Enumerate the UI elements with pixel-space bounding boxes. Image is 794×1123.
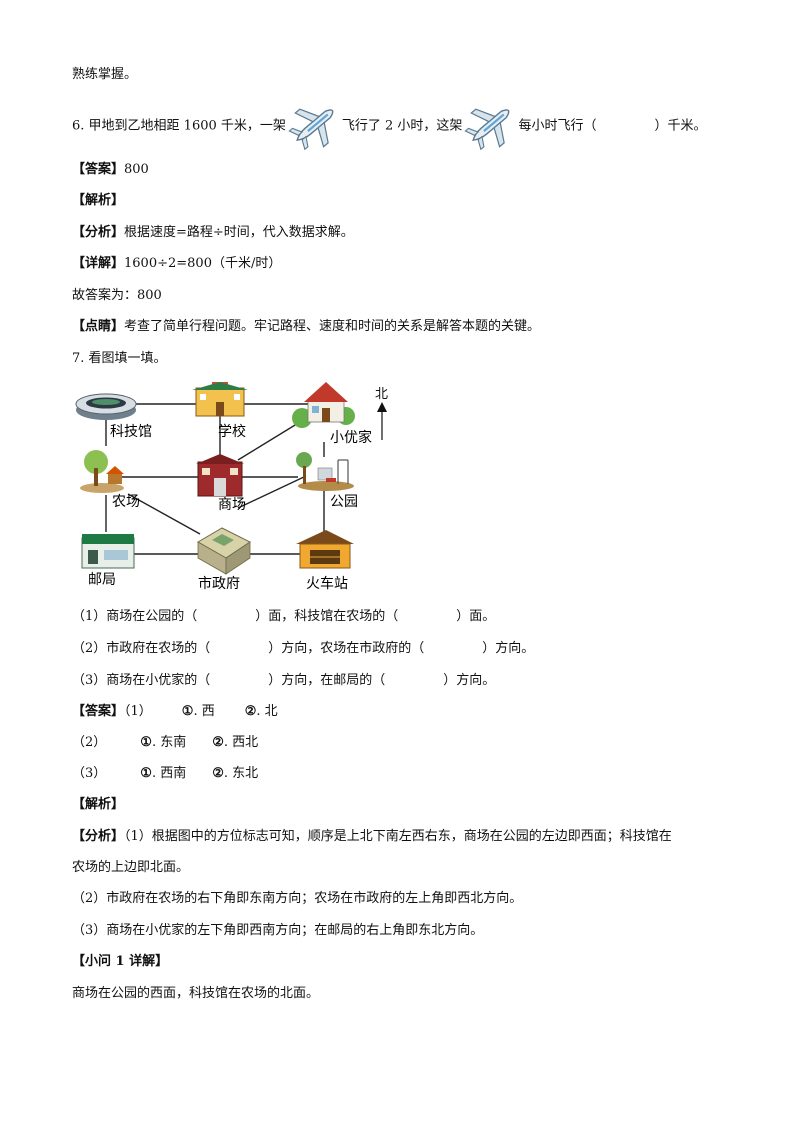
answer-num: （1） xyxy=(124,704,152,719)
place-xiaoyoujia: 小优家 xyxy=(330,429,372,446)
circled-num: ② xyxy=(212,766,224,781)
fenxi-tag: 【分析】 xyxy=(72,225,125,240)
airplane-icon xyxy=(288,100,340,152)
fenxi-text: 根据速度=路程÷时间，代入数据求解。 xyxy=(124,225,354,240)
answer-value: 800 xyxy=(124,162,149,177)
intro-tail: 熟练掌握。 xyxy=(72,67,138,82)
answer-value: . 东北 xyxy=(223,766,259,781)
school-icon xyxy=(192,382,248,417)
q7-fenxi-3: （3）商场在小优家的左下角即西南方向；在邮局的右上角即东北方向。 xyxy=(72,923,484,938)
circled-num: ② xyxy=(212,735,224,750)
place-shangchang: 商场 xyxy=(218,497,246,513)
train-station-icon xyxy=(296,530,354,569)
post-office-icon xyxy=(81,534,135,569)
stadium-icon xyxy=(75,393,137,420)
q6-answer: 【答案】800 xyxy=(72,161,149,179)
circled-num: ② xyxy=(244,704,257,719)
q7-sub1-text: 商场在公园的西面，科技馆在农场的北面。 xyxy=(72,986,320,1001)
q7-q1-part-c: ）面。 xyxy=(456,609,496,624)
xiangjie-text: 1600÷2=800（千米/时） xyxy=(124,256,282,271)
sub1-tag: 【小问 1 详解】 xyxy=(72,954,169,969)
fenxi-text: （1）根据图中的方位标志可知，顺序是上北下南左西右东，商场在公园的左边即西面；科… xyxy=(124,829,672,844)
place-huochezhan: 火车站 xyxy=(306,575,348,592)
q7-answer-1: 【答案】（1） ①. 西 ②. 北 xyxy=(72,703,278,721)
q7-fenxi-2: （2）市政府在农场的右下角即东南方向；农场在市政府的左上角即西北方向。 xyxy=(72,891,523,906)
direction-map: 北 科技馆 学校 小优家 xyxy=(72,382,392,592)
dianjing-text: 考查了简单行程问题。牢记路程、速度和时间的关系是解答本题的关键。 xyxy=(124,319,541,334)
q7-answer-2: （2） ①. 东南 ②. 西北 xyxy=(72,734,258,752)
q6-final: 故答案为：800 xyxy=(72,288,162,303)
answer-value: . 西 xyxy=(193,704,215,719)
q7-title: 7. 看图填一填。 xyxy=(72,351,167,366)
q6-xiangjie: 【详解】1600÷2=800（千米/时） xyxy=(72,255,281,273)
answer-value: . 西南 xyxy=(151,766,187,781)
q7-fenxi-1b: 农场的上边即北面。 xyxy=(72,860,190,875)
place-shizhengfu: 市政府 xyxy=(198,575,240,592)
q7-q3-part-a: （3）商场在小优家的（ xyxy=(72,673,211,688)
q7-question-3: （3）商场在小优家的（ ）方向，在邮局的（ ）方向。 xyxy=(72,672,495,690)
q7-answer-3: （3） ①. 西南 ②. 东北 xyxy=(72,765,258,783)
xiangjie-tag: 【详解】 xyxy=(72,256,125,271)
q7-q3-part-c: ）方向。 xyxy=(443,673,496,688)
q6-suffix-a: 每小时飞行（ xyxy=(518,118,597,134)
answer-tag: 【答案】 xyxy=(72,704,125,719)
map-roads xyxy=(105,403,325,555)
answer-value: . 东南 xyxy=(151,735,187,750)
q6-dianjing: 【点睛】考查了简单行程问题。牢记路程、速度和时间的关系是解答本题的关键。 xyxy=(72,318,540,336)
q7-q2-part-c: ）方向。 xyxy=(482,641,535,656)
q7-q3-part-b: ）方向，在邮局的（ xyxy=(268,673,386,688)
q6-prefix: 6. 甲地到乙地相距 1600 千米，一架 xyxy=(72,118,286,134)
q6-fenxi: 【分析】根据速度=路程÷时间，代入数据求解。 xyxy=(72,224,354,242)
north-arrow-icon xyxy=(377,402,387,440)
circled-num: ① xyxy=(140,735,152,750)
q7-q2-part-b: ）方向，农场在市政府的（ xyxy=(268,641,425,656)
government-icon xyxy=(197,527,251,575)
answer-value: . 北 xyxy=(256,704,278,719)
q6-middle: 飞行了 2 小时，这架 xyxy=(341,118,463,134)
q7-q2-part-a: （2）市政府在农场的（ xyxy=(72,641,211,656)
mall-icon xyxy=(196,454,244,497)
answer-num: （3） xyxy=(72,766,107,781)
fenxi-tag: 【分析】 xyxy=(72,829,125,844)
farm-icon xyxy=(80,450,124,493)
q6-suffix-b: ）千米。 xyxy=(654,118,707,134)
north-label: 北 xyxy=(375,387,388,402)
analysis-tag: 【解析】 xyxy=(72,193,125,208)
house-icon xyxy=(292,382,355,428)
q7-question-2: （2）市政府在农场的（ ）方向，农场在市政府的（ ）方向。 xyxy=(72,640,534,658)
circled-num: ① xyxy=(140,766,152,781)
answer-tag: 【答案】 xyxy=(72,162,125,177)
place-nongchang: 农场 xyxy=(112,494,140,510)
analysis-tag: 【解析】 xyxy=(72,797,125,812)
park-icon xyxy=(296,452,354,491)
q7-question-1: （1）商场在公园的（ ）面，科技馆在农场的（ ）面。 xyxy=(72,608,495,626)
answer-num: （2） xyxy=(72,735,107,750)
q7-q1-part-a: （1）商场在公园的（ xyxy=(72,609,198,624)
place-youju: 邮局 xyxy=(88,572,116,588)
airplane-icon xyxy=(464,100,516,152)
place-gongyuan: 公园 xyxy=(330,494,358,510)
place-xuexiao: 学校 xyxy=(218,423,246,440)
q7-q1-part-b: ）面，科技馆在农场的（ xyxy=(255,609,399,624)
place-kejiguan: 科技馆 xyxy=(110,424,152,440)
q6-question: 6. 甲地到乙地相距 1600 千米，一架 飞行了 2 小时，这架 每小时飞行（ xyxy=(72,100,706,153)
answer-value: . 西北 xyxy=(223,735,259,750)
dianjing-tag: 【点睛】 xyxy=(72,319,125,334)
q7-fenxi-1a: 【分析】（1）根据图中的方位标志可知，顺序是上北下南左西右东，商场在公园的左边即… xyxy=(72,828,672,846)
circled-num: ① xyxy=(181,704,194,719)
